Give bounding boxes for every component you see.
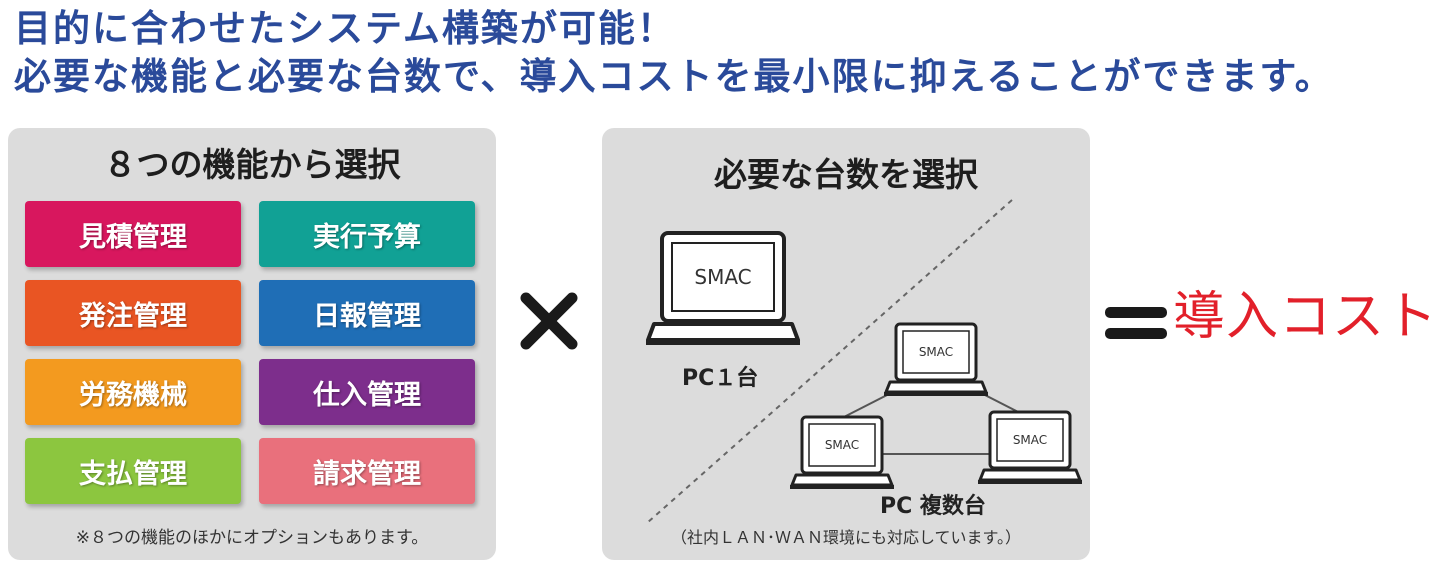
- function-tile-labor-machine: 労務機械: [25, 359, 241, 425]
- function-tile-order: 発注管理: [25, 280, 241, 346]
- laptop-screen-label: SMAC: [694, 265, 751, 289]
- function-note: ※８つの機能のほかにオプションもあります。: [75, 528, 429, 548]
- pc-diagram: SMAC SMAC SMAC SMAC: [646, 199, 1082, 524]
- multiply-icon: [520, 292, 578, 350]
- laptop-icon-single: SMAC: [646, 231, 800, 345]
- result-label: 導入コスト: [1173, 287, 1436, 347]
- pc-panel-title: 必要な台数を選択: [714, 155, 978, 194]
- svg-text:SMAC: SMAC: [919, 345, 953, 359]
- function-tile-estimate: 見積管理: [25, 201, 241, 267]
- function-select-panel: ８つの機能から選択 見積管理 実行予算 発注管理 日報管理 労務機械 仕入管理 …: [8, 128, 496, 560]
- pc-single-label: PC１台: [682, 366, 759, 391]
- headline-line-1: 目的に合わせたシステム構築が可能！: [14, 7, 676, 50]
- headline-line-2: 必要な機能と必要な台数で、導入コストを最小限に抑えることができます。: [14, 55, 1334, 98]
- laptop-icon-network-left: SMAC: [790, 415, 894, 489]
- function-tile-daily-report: 日報管理: [259, 280, 475, 346]
- svg-text:SMAC: SMAC: [825, 438, 859, 452]
- function-tile-payment: 支払管理: [25, 438, 241, 504]
- svg-text:SMAC: SMAC: [1013, 433, 1047, 447]
- pc-multi-label: PC 複数台: [880, 494, 986, 519]
- network-note: （社内ＬＡＮ･ＷＡＮ環境にも対応しています。）: [671, 528, 1021, 547]
- function-tile-budget: 実行予算: [259, 201, 475, 267]
- function-tile-billing: 請求管理: [259, 438, 475, 504]
- function-tile-purchase: 仕入管理: [259, 359, 475, 425]
- pc-count-panel: 必要な台数を選択 SMAC SMAC S: [602, 128, 1090, 560]
- laptop-icon-network-right: SMAC: [978, 410, 1082, 484]
- laptop-icon-network-top: SMAC: [884, 322, 988, 396]
- function-panel-title: ８つの機能から選択: [103, 145, 401, 184]
- equals-icon: [1105, 304, 1167, 344]
